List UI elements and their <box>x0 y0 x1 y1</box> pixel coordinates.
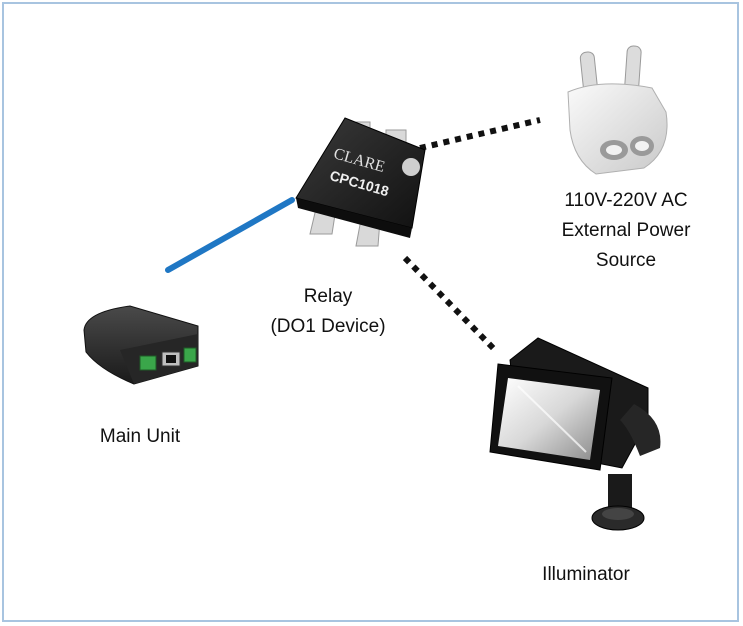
main-unit-label-text: Main Unit <box>99 426 181 447</box>
power-source-label: 110V-220V AC External Power Source <box>536 186 716 276</box>
relay-label-line1: Relay <box>303 286 353 307</box>
relay-label: Relay (DO1 Device) <box>258 282 398 342</box>
main-unit-label: Main Unit <box>70 422 210 452</box>
illuminator-label: Illuminator <box>516 560 656 590</box>
main-unit-device-icon <box>83 305 199 385</box>
power-source-label-line2: External Power <box>561 220 691 241</box>
power-line-to-source <box>419 117 541 151</box>
power-source-label-line3: Source <box>595 250 657 271</box>
relay-label-line2: (DO1 Device) <box>270 316 386 337</box>
illuminator-label-text: Illuminator <box>542 564 630 585</box>
signal-line <box>165 197 295 273</box>
relay-chip-icon: CLARE CPC1018 <box>295 117 426 247</box>
illuminator-lamp-icon <box>489 337 661 531</box>
power-line-to-illuminator <box>402 255 498 353</box>
power-source-label-line1: 110V-220V AC <box>564 190 688 211</box>
power-plug-icon <box>567 45 668 175</box>
